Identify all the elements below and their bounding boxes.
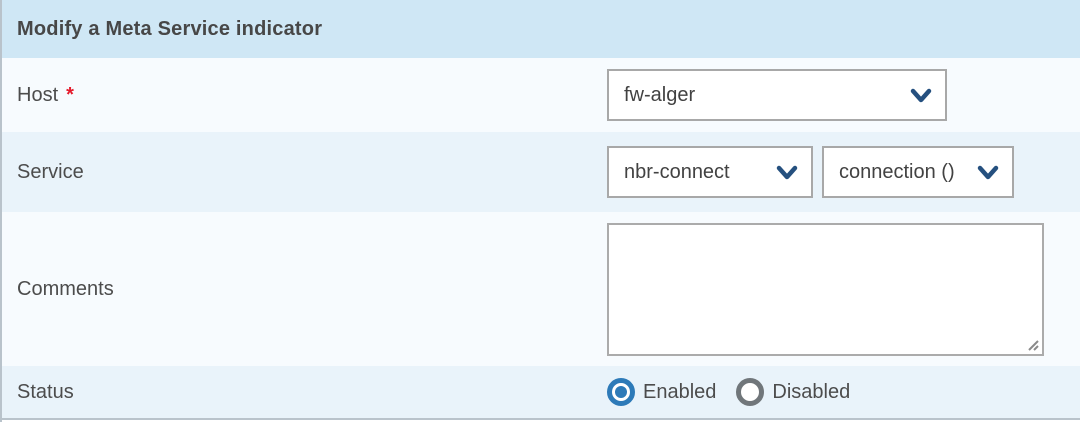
host-select-value: fw-alger xyxy=(624,83,696,106)
comments-row: Comments xyxy=(2,212,1080,366)
chevron-down-icon xyxy=(910,88,932,102)
status-radio-group: Enabled Disabled xyxy=(607,378,870,406)
service-label-cell: Service xyxy=(2,132,607,212)
host-label: Host xyxy=(17,83,59,106)
comments-textarea-wrap xyxy=(607,222,1044,356)
form-bottom-border xyxy=(2,418,1080,420)
form-header: Modify a Meta Service indicator xyxy=(2,0,1080,58)
service-metric-select-value: connection () xyxy=(839,160,955,183)
chevron-down-icon xyxy=(776,165,798,179)
host-field-cell: fw-alger xyxy=(607,58,1080,132)
radio-disabled-icon[interactable] xyxy=(736,378,765,406)
host-select[interactable]: fw-alger xyxy=(607,69,947,121)
page-title: Modify a Meta Service indicator xyxy=(17,17,323,40)
service-field-cell: nbr-connect connection () xyxy=(607,132,1080,212)
status-option-enabled[interactable]: Enabled xyxy=(607,378,716,406)
status-field-cell: Enabled Disabled xyxy=(607,366,1080,418)
status-row: Status Enabled Disabled xyxy=(2,366,1080,418)
service-select[interactable]: nbr-connect xyxy=(607,146,813,198)
comments-label-cell: Comments xyxy=(2,212,607,366)
required-asterisk: * xyxy=(66,83,74,106)
status-label-cell: Status xyxy=(2,366,607,418)
comments-field-cell xyxy=(607,212,1080,366)
radio-enabled-icon[interactable] xyxy=(607,378,635,406)
host-row: Host * fw-alger xyxy=(2,58,1080,132)
host-label-cell: Host * xyxy=(2,58,607,132)
comments-label: Comments xyxy=(17,277,114,300)
comments-textarea[interactable] xyxy=(607,222,1044,356)
radio-enabled-label[interactable]: Enabled xyxy=(643,380,717,403)
chevron-down-icon xyxy=(977,165,999,179)
status-option-disabled[interactable]: Disabled xyxy=(736,378,850,406)
service-metric-select[interactable]: connection () xyxy=(822,146,1014,198)
service-row: Service nbr-connect connection () xyxy=(2,132,1080,212)
service-select-value: nbr-connect xyxy=(624,160,730,183)
status-label: Status xyxy=(17,380,74,403)
radio-disabled-label[interactable]: Disabled xyxy=(772,380,851,403)
service-label: Service xyxy=(17,160,84,183)
